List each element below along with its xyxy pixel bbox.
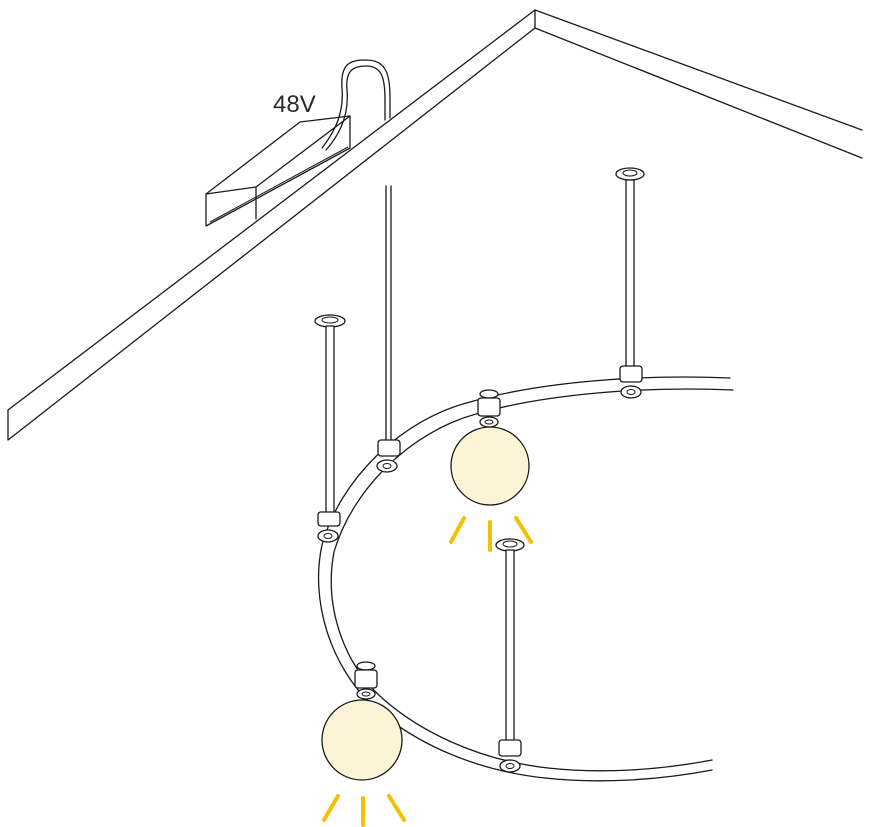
ceiling — [7, 9, 863, 441]
suspension-rod-left — [314, 314, 346, 543]
track-rail — [317, 376, 734, 782]
suspension-rod-lower — [495, 538, 525, 773]
light-rays-lower — [322, 794, 406, 827]
suspension-rod-center-left — [376, 185, 401, 473]
pendant-lamp-upper — [450, 389, 530, 506]
globe-bulb-upper — [450, 426, 530, 506]
pendant-lamp-lower — [321, 661, 403, 781]
globe-bulb-lower — [321, 699, 403, 781]
voltage-label: 48V — [273, 91, 316, 118]
power-supply-box — [205, 115, 351, 227]
light-rays-upper — [449, 516, 533, 552]
suspension-rod-right — [615, 167, 645, 399]
power-cable — [321, 59, 391, 151]
